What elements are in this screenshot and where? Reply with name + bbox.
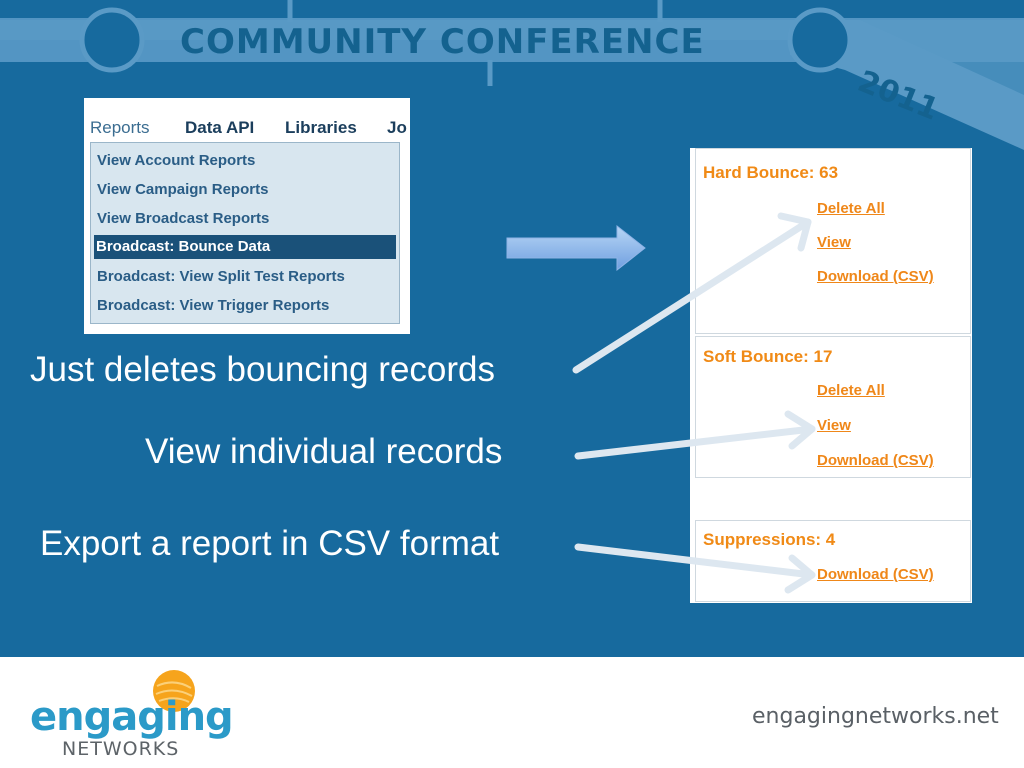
conference-title: COMMUNITY CONFERENCE [180,22,705,62]
menu-item-bounce-data[interactable]: Broadcast: Bounce Data [94,235,396,259]
menu-item-campaign-reports[interactable]: View Campaign Reports [97,181,269,198]
suppressions-title: Suppressions: 4 [703,530,836,549]
callout-view: View individual records [145,432,503,471]
site-url: engagingnetworks.net [752,704,999,729]
menu-truncated[interactable]: Jo [387,118,407,137]
bounce-panel: Hard Bounce: 63 Delete All View Download… [690,148,972,603]
reports-dropdown: View Account Reports View Campaign Repor… [90,142,400,324]
callout-export: Export a report in CSV format [40,524,500,563]
soft-bounce-title: Soft Bounce: 17 [703,347,833,366]
soft-view-link[interactable]: View [817,417,851,434]
soft-download-csv-link[interactable]: Download (CSV) [817,452,934,469]
conference-banner [0,0,1024,150]
right-arrow-icon [506,224,646,272]
soft-bounce-box: Soft Bounce: 17 Delete All View Download… [695,336,971,478]
menu-bar: Reports Data API Libraries Jo [84,116,410,140]
hard-view-link[interactable]: View [817,234,851,251]
hard-bounce-box: Hard Bounce: 63 Delete All View Download… [695,148,971,334]
menu-reports[interactable]: Reports [90,118,150,137]
menu-libraries[interactable]: Libraries [285,118,357,137]
soft-delete-all-link[interactable]: Delete All [817,382,885,399]
suppressions-box: Suppressions: 4 Download (CSV) [695,520,971,602]
callout-delete: Just deletes bouncing records [30,350,495,389]
logo-engaging: engaging [30,694,234,740]
suppressions-download-csv-link[interactable]: Download (CSV) [817,566,934,583]
arrow-to-download-icon [574,543,816,579]
menu-data-api[interactable]: Data API [185,118,255,137]
engaging-networks-logo-icon [153,670,195,712]
menu-item-broadcast-reports[interactable]: View Broadcast Reports [97,210,270,227]
menu-item-split-test-reports[interactable]: Broadcast: View Split Test Reports [97,268,345,285]
callout-arrows [572,212,816,594]
hard-bounce-title: Hard Bounce: 63 [703,163,839,182]
menu-item-trigger-reports[interactable]: Broadcast: View Trigger Reports [97,297,330,314]
menu-screenshot: Reports Data API Libraries Jo View Accou… [84,98,410,334]
banner-circle-left-icon [79,7,145,73]
arrow-to-delete-all-icon [572,218,812,374]
arrow-to-view-icon [574,425,816,460]
menu-item-account-reports[interactable]: View Account Reports [97,152,256,169]
hard-delete-all-link[interactable]: Delete All [817,200,885,217]
hard-download-csv-link[interactable]: Download (CSV) [817,268,934,285]
logo-networks: NETWORKS [62,738,180,760]
banner-circle-right-icon [787,7,853,73]
